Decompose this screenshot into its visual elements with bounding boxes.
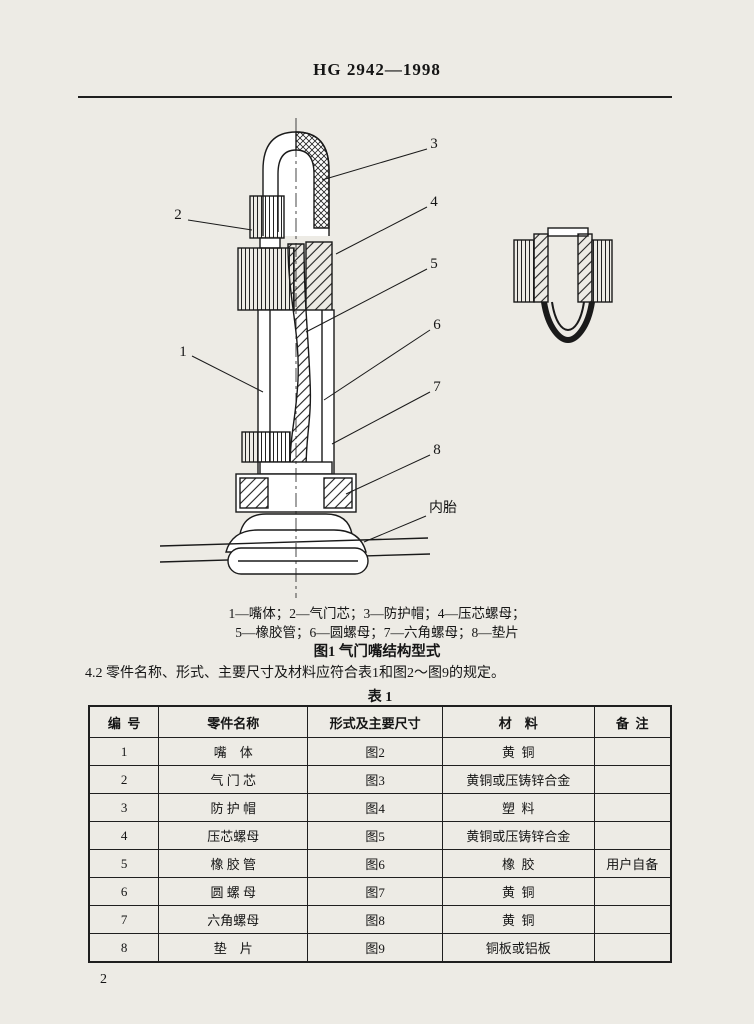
table-row: 6 圆 螺 母 图7 黄 铜 <box>88 877 672 906</box>
header-form: 形式及主要尺寸 <box>307 705 443 738</box>
row-form: 图9 <box>307 933 443 963</box>
row-form: 图4 <box>307 793 443 822</box>
row-note <box>593 793 672 822</box>
table-row: 4 压芯螺母 图5 黄铜或压铸锌合金 <box>88 821 672 850</box>
header-material: 材 料 <box>442 705 595 738</box>
table-title: 表 1 <box>367 690 393 705</box>
row-note <box>593 933 672 963</box>
row-no: 6 <box>88 877 160 906</box>
figure-caption-line2: 5—橡胶管；6—圆螺母；7—六角螺母；8—垫片 <box>235 625 519 640</box>
row-form: 图3 <box>307 765 443 794</box>
row-material: 塑 料 <box>442 793 595 822</box>
callout-2: 2 <box>174 207 182 223</box>
table-row: 8 垫 片 图9 铜板或铝板 <box>88 933 672 963</box>
row-note <box>593 905 672 934</box>
row-material: 铜板或铝板 <box>442 933 595 963</box>
callout-8: 8 <box>433 442 441 458</box>
parts-table: 编 号 零件名称 形式及主要尺寸 材 料 备 注 1 嘴 体 图2 黄 铜 2 … <box>88 705 672 963</box>
core-pressing-nut <box>237 241 333 315</box>
row-form: 图5 <box>307 821 443 850</box>
row-form: 图2 <box>307 737 443 766</box>
row-form: 图6 <box>307 849 443 878</box>
row-note <box>593 821 672 850</box>
table-row: 5 橡 胶 管 图6 橡 胶 用户自备 <box>88 849 672 878</box>
row-name: 橡 胶 管 <box>158 849 309 878</box>
table-row: 2 气 门 芯 图3 黄铜或压铸锌合金 <box>88 765 672 794</box>
row-name: 六角螺母 <box>158 905 309 934</box>
inner-tube-label: 内胎 <box>429 500 457 516</box>
document-number: HG 2942—1998 <box>313 60 441 79</box>
header-no: 编 号 <box>88 705 160 738</box>
row-material: 黄 铜 <box>442 737 595 766</box>
row-material: 黄铜或压铸锌合金 <box>442 821 595 850</box>
row-note <box>593 737 672 766</box>
round-nut <box>241 431 333 475</box>
row-no: 1 <box>88 737 160 766</box>
row-name: 垫 片 <box>158 933 309 963</box>
valve-core <box>249 195 285 249</box>
table-row: 1 嘴 体 图2 黄 铜 <box>88 737 672 766</box>
row-name: 嘴 体 <box>158 737 309 766</box>
row-note <box>593 877 672 906</box>
callout-3: 3 <box>430 136 438 152</box>
row-no: 5 <box>88 849 160 878</box>
table-row: 3 防 护 帽 图4 塑 料 <box>88 793 672 822</box>
row-form: 图8 <box>307 905 443 934</box>
row-material: 黄 铜 <box>442 905 595 934</box>
row-name: 防 护 帽 <box>158 793 309 822</box>
callout-5: 5 <box>430 256 438 272</box>
row-name: 压芯螺母 <box>158 821 309 850</box>
row-no: 2 <box>88 765 160 794</box>
row-no: 4 <box>88 821 160 850</box>
rim-nut-section <box>513 227 613 344</box>
clause-4-2-text: 4.2 零件名称、形式、主要尺寸及材料应符合表1和图2～图9的规定。 <box>85 666 505 681</box>
leader-lines <box>187 148 431 543</box>
row-material: 黄 铜 <box>442 877 595 906</box>
row-no: 3 <box>88 793 160 822</box>
callout-4: 4 <box>430 194 438 210</box>
callout-1: 1 <box>179 344 187 360</box>
header-name: 零件名称 <box>158 705 309 738</box>
table-header-row: 编 号 零件名称 形式及主要尺寸 材 料 备 注 <box>88 705 672 738</box>
rubber-base <box>227 547 369 575</box>
header-note: 备 注 <box>593 705 672 738</box>
valve-structure-diagram: 1 2 3 4 5 6 7 8 内胎 <box>159 118 613 598</box>
row-name: 气 门 芯 <box>158 765 309 794</box>
row-name: 圆 螺 母 <box>158 877 309 906</box>
figure-caption-line1: 1—嘴体；2—气门芯；3—防护帽；4—压芯螺母； <box>228 606 526 621</box>
figure-title: 图1 气门嘴结构型式 <box>313 644 441 660</box>
row-no: 7 <box>88 905 160 934</box>
row-note: 用户自备 <box>593 849 672 878</box>
header-divider <box>78 96 672 98</box>
row-material: 黄铜或压铸锌合金 <box>442 765 595 794</box>
row-note <box>593 765 672 794</box>
table-row: 7 六角螺母 图8 黄 铜 <box>88 905 672 934</box>
row-material: 橡 胶 <box>442 849 595 878</box>
row-form: 图7 <box>307 877 443 906</box>
page-number: 2 <box>100 972 107 987</box>
callout-7: 7 <box>433 379 441 395</box>
row-no: 8 <box>88 933 160 963</box>
callout-6: 6 <box>433 317 441 333</box>
